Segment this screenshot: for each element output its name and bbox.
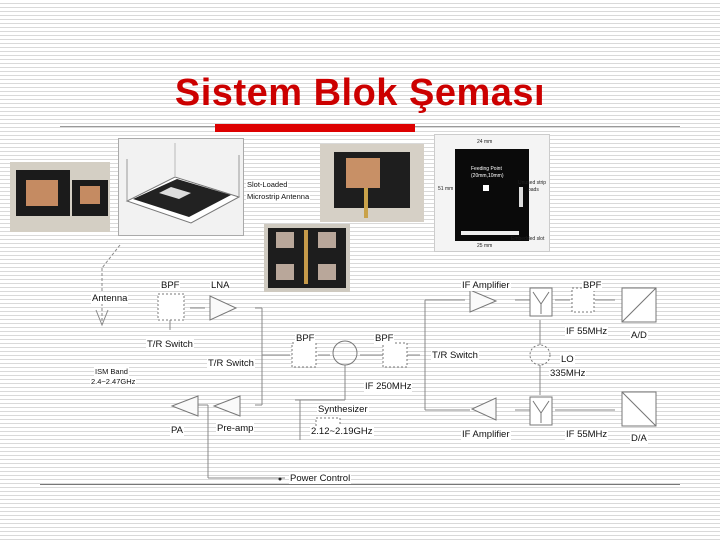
label-if-55mhz-bottom: IF 55MHz: [565, 429, 608, 440]
label-bpf-1: BPF: [160, 280, 180, 291]
label-if-amplifier-bottom: IF Amplifier: [461, 429, 511, 440]
label-tr-switch-3: T/R Switch: [431, 350, 479, 361]
label-tr-switch-2: T/R Switch: [207, 358, 255, 369]
label-bpf-3: BPF: [374, 333, 394, 344]
label-if-55mhz-top: IF 55MHz: [565, 326, 608, 337]
label-if-amplifier-top: IF Amplifier: [461, 280, 511, 291]
label-ad: A/D: [630, 330, 648, 341]
label-da: D/A: [630, 433, 648, 444]
label-synthesizer: Synthesizer: [317, 404, 369, 415]
label-ism-band: ISM Band: [94, 367, 129, 376]
label-lo-freq: 335MHz: [549, 368, 586, 379]
label-lo: LO: [560, 354, 575, 365]
label-ism-freq: 2.4~2.47GHz: [90, 377, 136, 386]
label-power-control: Power Control: [289, 473, 351, 484]
label-lna: LNA: [210, 280, 230, 291]
label-synth-freq: 2.12~2.19GHz: [310, 426, 374, 437]
label-bpf-4: BPF: [582, 280, 602, 291]
label-if-250mhz: IF 250MHz: [364, 381, 412, 392]
label-bpf-2: BPF: [295, 333, 315, 344]
label-pa: PA: [170, 425, 184, 436]
label-tr-switch-1: T/R Switch: [146, 339, 194, 350]
label-preamp: Pre-amp: [216, 423, 254, 434]
label-antenna: Antenna: [91, 293, 128, 304]
